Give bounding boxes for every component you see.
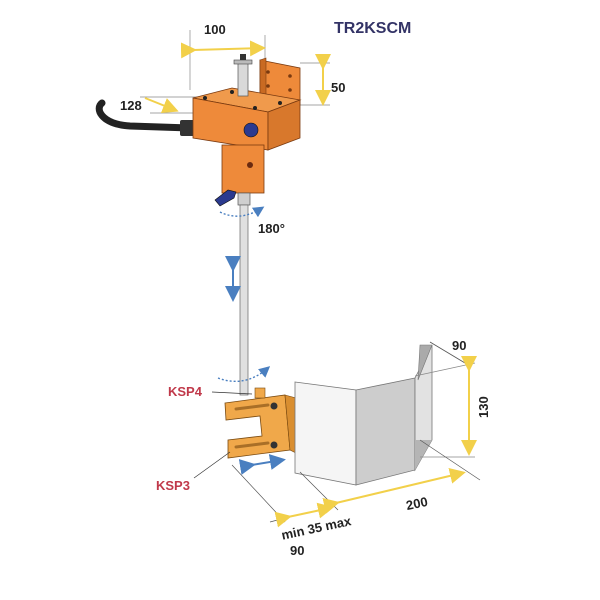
dimension-100 xyxy=(180,30,266,90)
dim-bracket-height: 50 xyxy=(331,80,346,95)
dim-shield-height: 130 xyxy=(476,396,491,418)
top-bracket xyxy=(259,57,301,106)
product-title: TR2KSCM xyxy=(334,20,412,37)
dim-handle-length: 128 xyxy=(120,98,142,113)
vertical-rod xyxy=(239,204,249,396)
lock-knob-icon xyxy=(243,122,259,138)
rotation-arrow-icon xyxy=(219,206,265,218)
shield xyxy=(294,344,433,486)
dimension-128 xyxy=(140,96,200,114)
clamp-body xyxy=(192,87,302,194)
dimension-50 xyxy=(300,54,331,106)
dim-offset-range-2: 90 xyxy=(290,543,305,558)
label-ksp3: KSP3 xyxy=(156,478,190,493)
dim-rotation: 180° xyxy=(258,221,285,236)
handle xyxy=(95,99,194,132)
dimension-130 xyxy=(414,356,477,458)
label-ksp4: KSP4 xyxy=(168,384,202,399)
top-post xyxy=(237,61,249,97)
lower-clamp-plate xyxy=(224,387,301,459)
wing-screw-icon xyxy=(214,189,237,207)
lower-rotation-arrow-icon xyxy=(217,366,271,382)
dimension-offset-range xyxy=(231,464,334,528)
dim-top-width: 100 xyxy=(204,22,226,37)
ksp4-leader xyxy=(211,391,253,395)
horizontal-adjust-arrow-icon xyxy=(238,454,286,475)
ksp3-leader xyxy=(193,451,231,479)
dim-shield-depth: 90 xyxy=(452,338,467,353)
